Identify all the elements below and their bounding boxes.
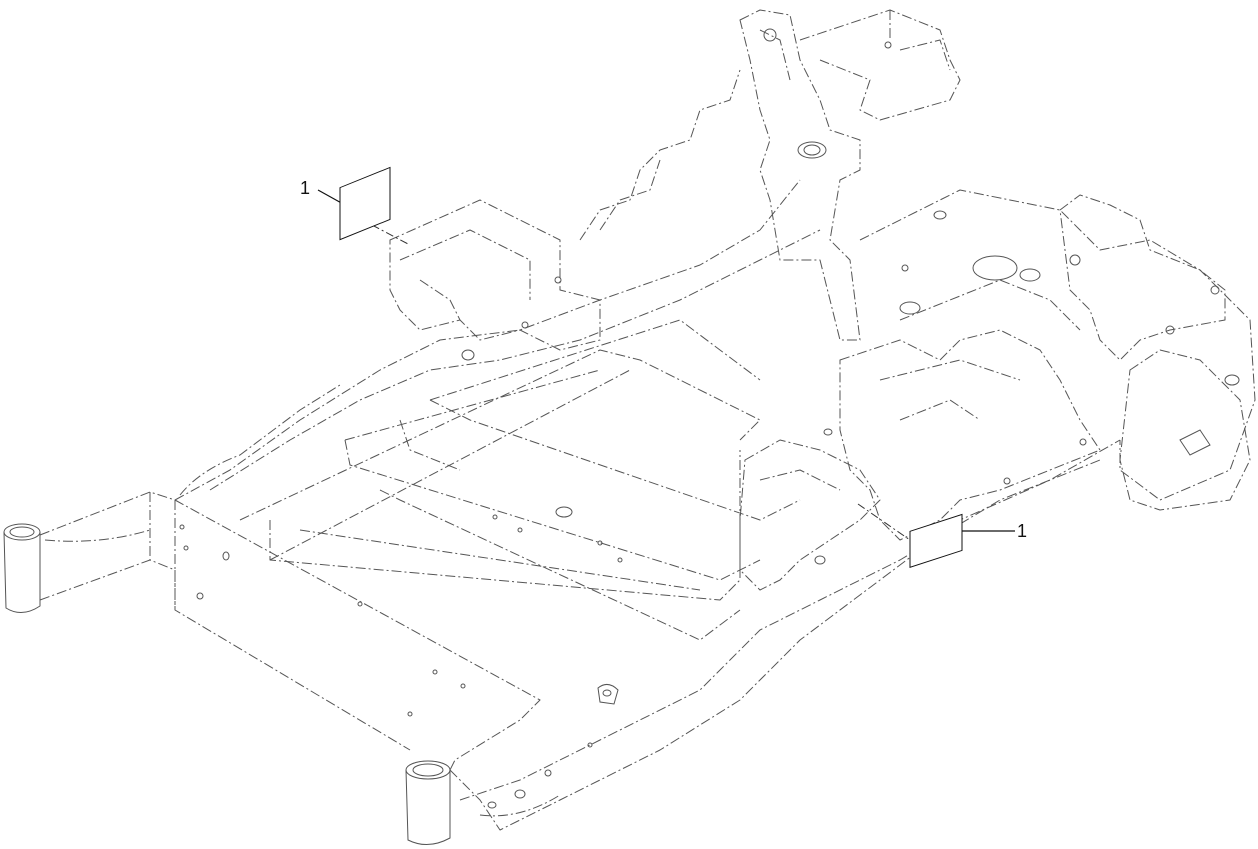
decal-icon — [909, 513, 963, 568]
front-right-caster-tube — [405, 760, 451, 845]
callout-lower-right[interactable]: 1 — [857, 503, 1027, 568]
callout-label: 1 — [300, 178, 310, 198]
decal-icon — [339, 166, 391, 241]
callout-upper-left[interactable]: 1 — [300, 166, 411, 246]
front-left-caster-tube — [3, 523, 41, 613]
callout-label: 1 — [1017, 521, 1027, 541]
mower-frame-icon — [3, 9, 1256, 845]
frame-holes — [179, 264, 1087, 809]
